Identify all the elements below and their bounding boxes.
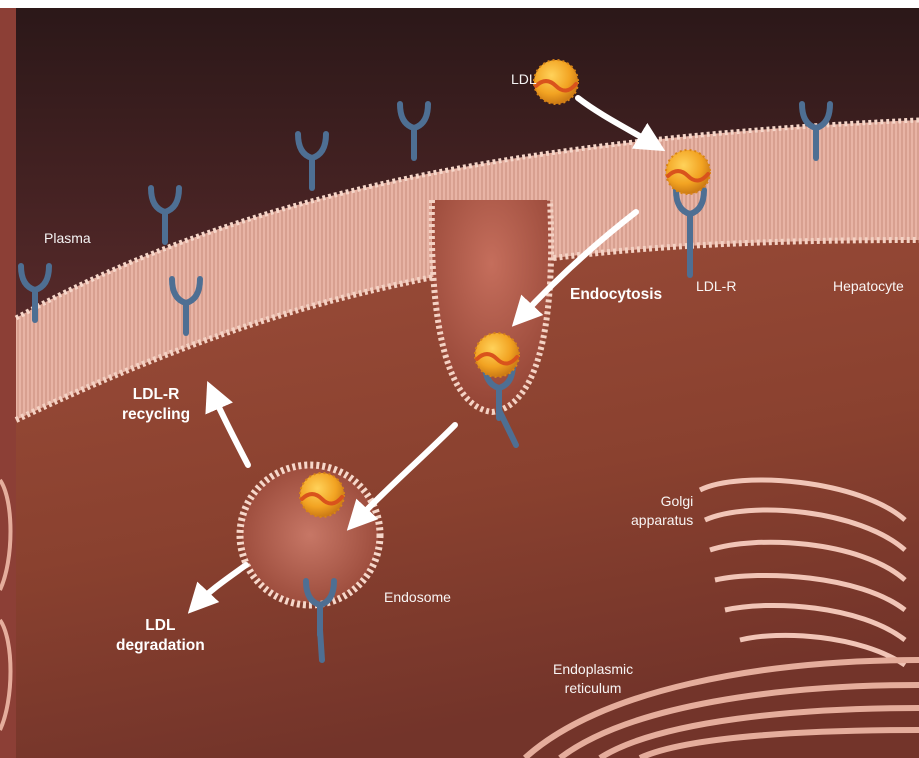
label-ldl-degradation-line2: degradation xyxy=(116,636,205,656)
endosome-receptor-tail xyxy=(320,630,322,660)
label-ldl-r-recycling: LDL-R recycling xyxy=(122,385,190,425)
top-edge xyxy=(0,0,919,8)
label-ldl: LDL xyxy=(511,71,537,87)
ldl-in-pit xyxy=(475,333,519,377)
label-ldl-r-recycling-line1: LDL-R xyxy=(122,385,190,405)
ldl-in-endosome xyxy=(300,473,344,517)
label-ldl-r-recycling-line2: recycling xyxy=(122,405,190,425)
label-endocytosis: Endocytosis xyxy=(570,285,662,305)
label-er-line2: reticulum xyxy=(553,679,633,698)
ldl-free xyxy=(534,60,578,104)
label-plasma: Plasma xyxy=(44,230,91,246)
ldl-bound xyxy=(666,150,710,194)
label-golgi-line2: apparatus xyxy=(631,511,693,530)
label-er-line1: Endoplasmic xyxy=(553,660,633,679)
label-endosome: Endosome xyxy=(384,589,451,605)
label-golgi-line1: Golgi xyxy=(631,492,693,511)
label-ldl-degradation-line1: LDL xyxy=(116,616,205,636)
label-er: Endoplasmic reticulum xyxy=(553,660,633,698)
label-ldl-r: LDL-R xyxy=(696,278,736,294)
label-golgi: Golgi apparatus xyxy=(631,492,693,530)
label-ldl-degradation: LDL degradation xyxy=(116,616,205,656)
label-hepatocyte: Hepatocyte xyxy=(833,278,904,294)
